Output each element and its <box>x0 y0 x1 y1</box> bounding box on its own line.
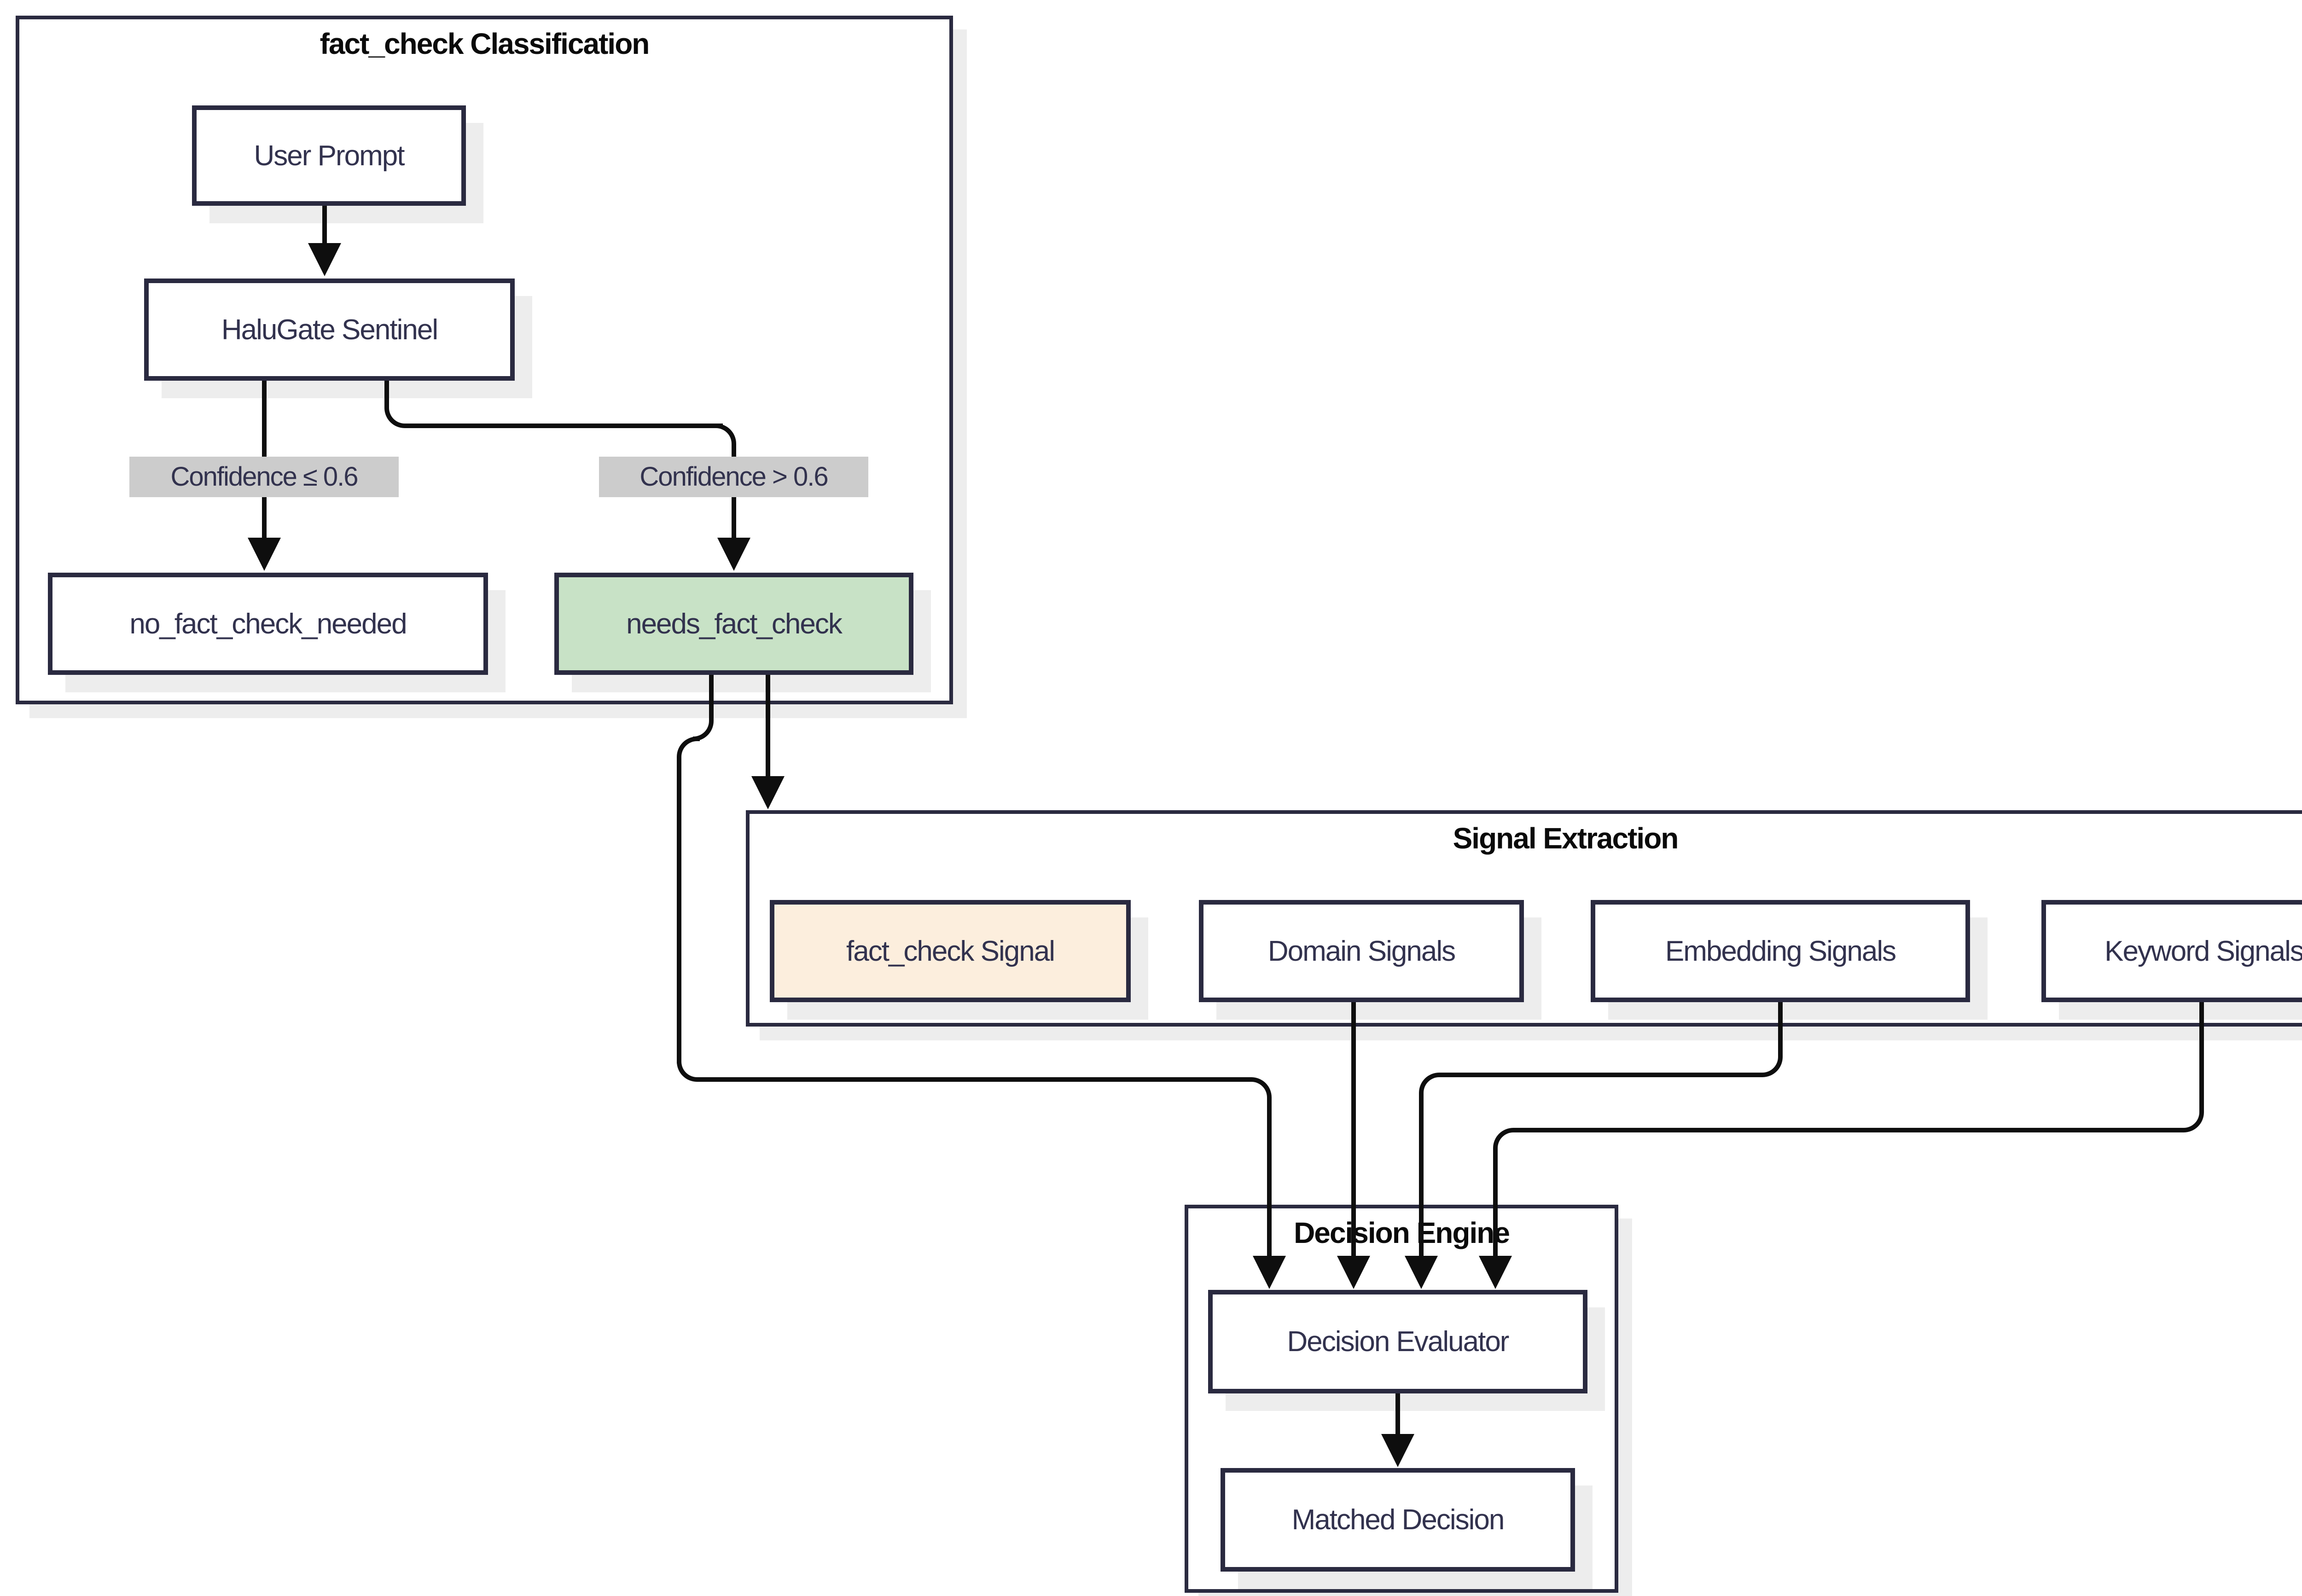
edge-label-confidence-le: Confidence ≤ 0.6 <box>129 457 399 497</box>
node-matched-decision: Matched Decision <box>1221 1468 1575 1572</box>
subgraph-title-fact-check-classification: fact_check Classification <box>320 27 650 60</box>
node-needs-fact-check: needs_fact_check <box>554 573 913 675</box>
edge-embedding-signals-to-decision-evaluator <box>1419 1096 1424 1257</box>
node-decision-evaluator: Decision Evaluator <box>1208 1290 1587 1393</box>
edge-halugate-to-needs-fact-check <box>405 424 723 428</box>
node-user-prompt: User Prompt <box>192 105 466 206</box>
edge-domain-signals-to-decision-evaluator <box>1351 1002 1356 1257</box>
edge-keyword-signals-to-decision-evaluator <box>2199 1002 2204 1113</box>
edge-needs-fact-check-to-decision-evaluator <box>677 760 681 1063</box>
edge-needs-fact-check-to-signal-extraction <box>766 675 770 778</box>
edge-corner <box>1493 1128 1520 1153</box>
subgraph-title-signal-extraction: Signal Extraction <box>1453 822 1679 855</box>
edge-needs-fact-check-to-decision-evaluator <box>699 1077 1249 1082</box>
edge-corner <box>677 737 700 762</box>
node-keyword-signals: Keyword Signals <box>2041 900 2302 1002</box>
edge-needs-fact-check-to-decision-evaluator <box>1267 1099 1272 1258</box>
edge-corner <box>677 1060 702 1082</box>
edge-corner <box>1759 1054 1783 1077</box>
arrowhead-into-decision-evaluator-4 <box>1479 1256 1512 1289</box>
subgraph-title-decision-engine: Decision Engine <box>1294 1216 1510 1249</box>
arrowhead-into-halugate <box>308 243 341 276</box>
node-no-fact-check-needed: no_fact_check_needed <box>48 573 488 675</box>
edge-label-confidence-gt: Confidence > 0.6 <box>599 457 868 497</box>
edge-embedding-signals-to-decision-evaluator <box>1778 1002 1783 1057</box>
arrowhead-into-signal-extraction <box>751 776 785 809</box>
edge-keyword-signals-to-decision-evaluator <box>1517 1128 2182 1132</box>
arrowhead-into-matched-decision <box>1381 1434 1414 1467</box>
arrowhead-into-decision-evaluator-3 <box>1405 1256 1438 1289</box>
arrowhead-into-no-fact-check <box>248 538 281 571</box>
edge-embedding-signals-to-decision-evaluator <box>1443 1073 1761 1077</box>
arrowhead-into-needs-fact-check <box>717 538 750 571</box>
edge-corner <box>1419 1073 1446 1098</box>
edge-corner <box>2180 1109 2204 1132</box>
edge-decision-evaluator-to-matched-decision <box>1395 1393 1400 1437</box>
arrowhead-into-decision-evaluator-1 <box>1253 1256 1286 1289</box>
edge-corner <box>1247 1077 1272 1101</box>
node-embedding-signals: Embedding Signals <box>1591 900 1970 1002</box>
edge-keyword-signals-to-decision-evaluator <box>1493 1151 1498 1257</box>
node-halugate-sentinel: HaluGate Sentinel <box>144 279 515 381</box>
edge-user-prompt-to-halugate <box>322 206 327 247</box>
edge-corner <box>384 403 407 428</box>
edge-halugate-to-needs-fact-check <box>384 381 389 407</box>
node-fact-check-signal: fact_check Signal <box>770 900 1131 1002</box>
edge-corner <box>711 424 736 449</box>
edge-needs-fact-check-to-decision-evaluator <box>709 675 714 721</box>
node-domain-signals: Domain Signals <box>1199 900 1524 1002</box>
arrowhead-into-decision-evaluator-2 <box>1337 1256 1370 1289</box>
